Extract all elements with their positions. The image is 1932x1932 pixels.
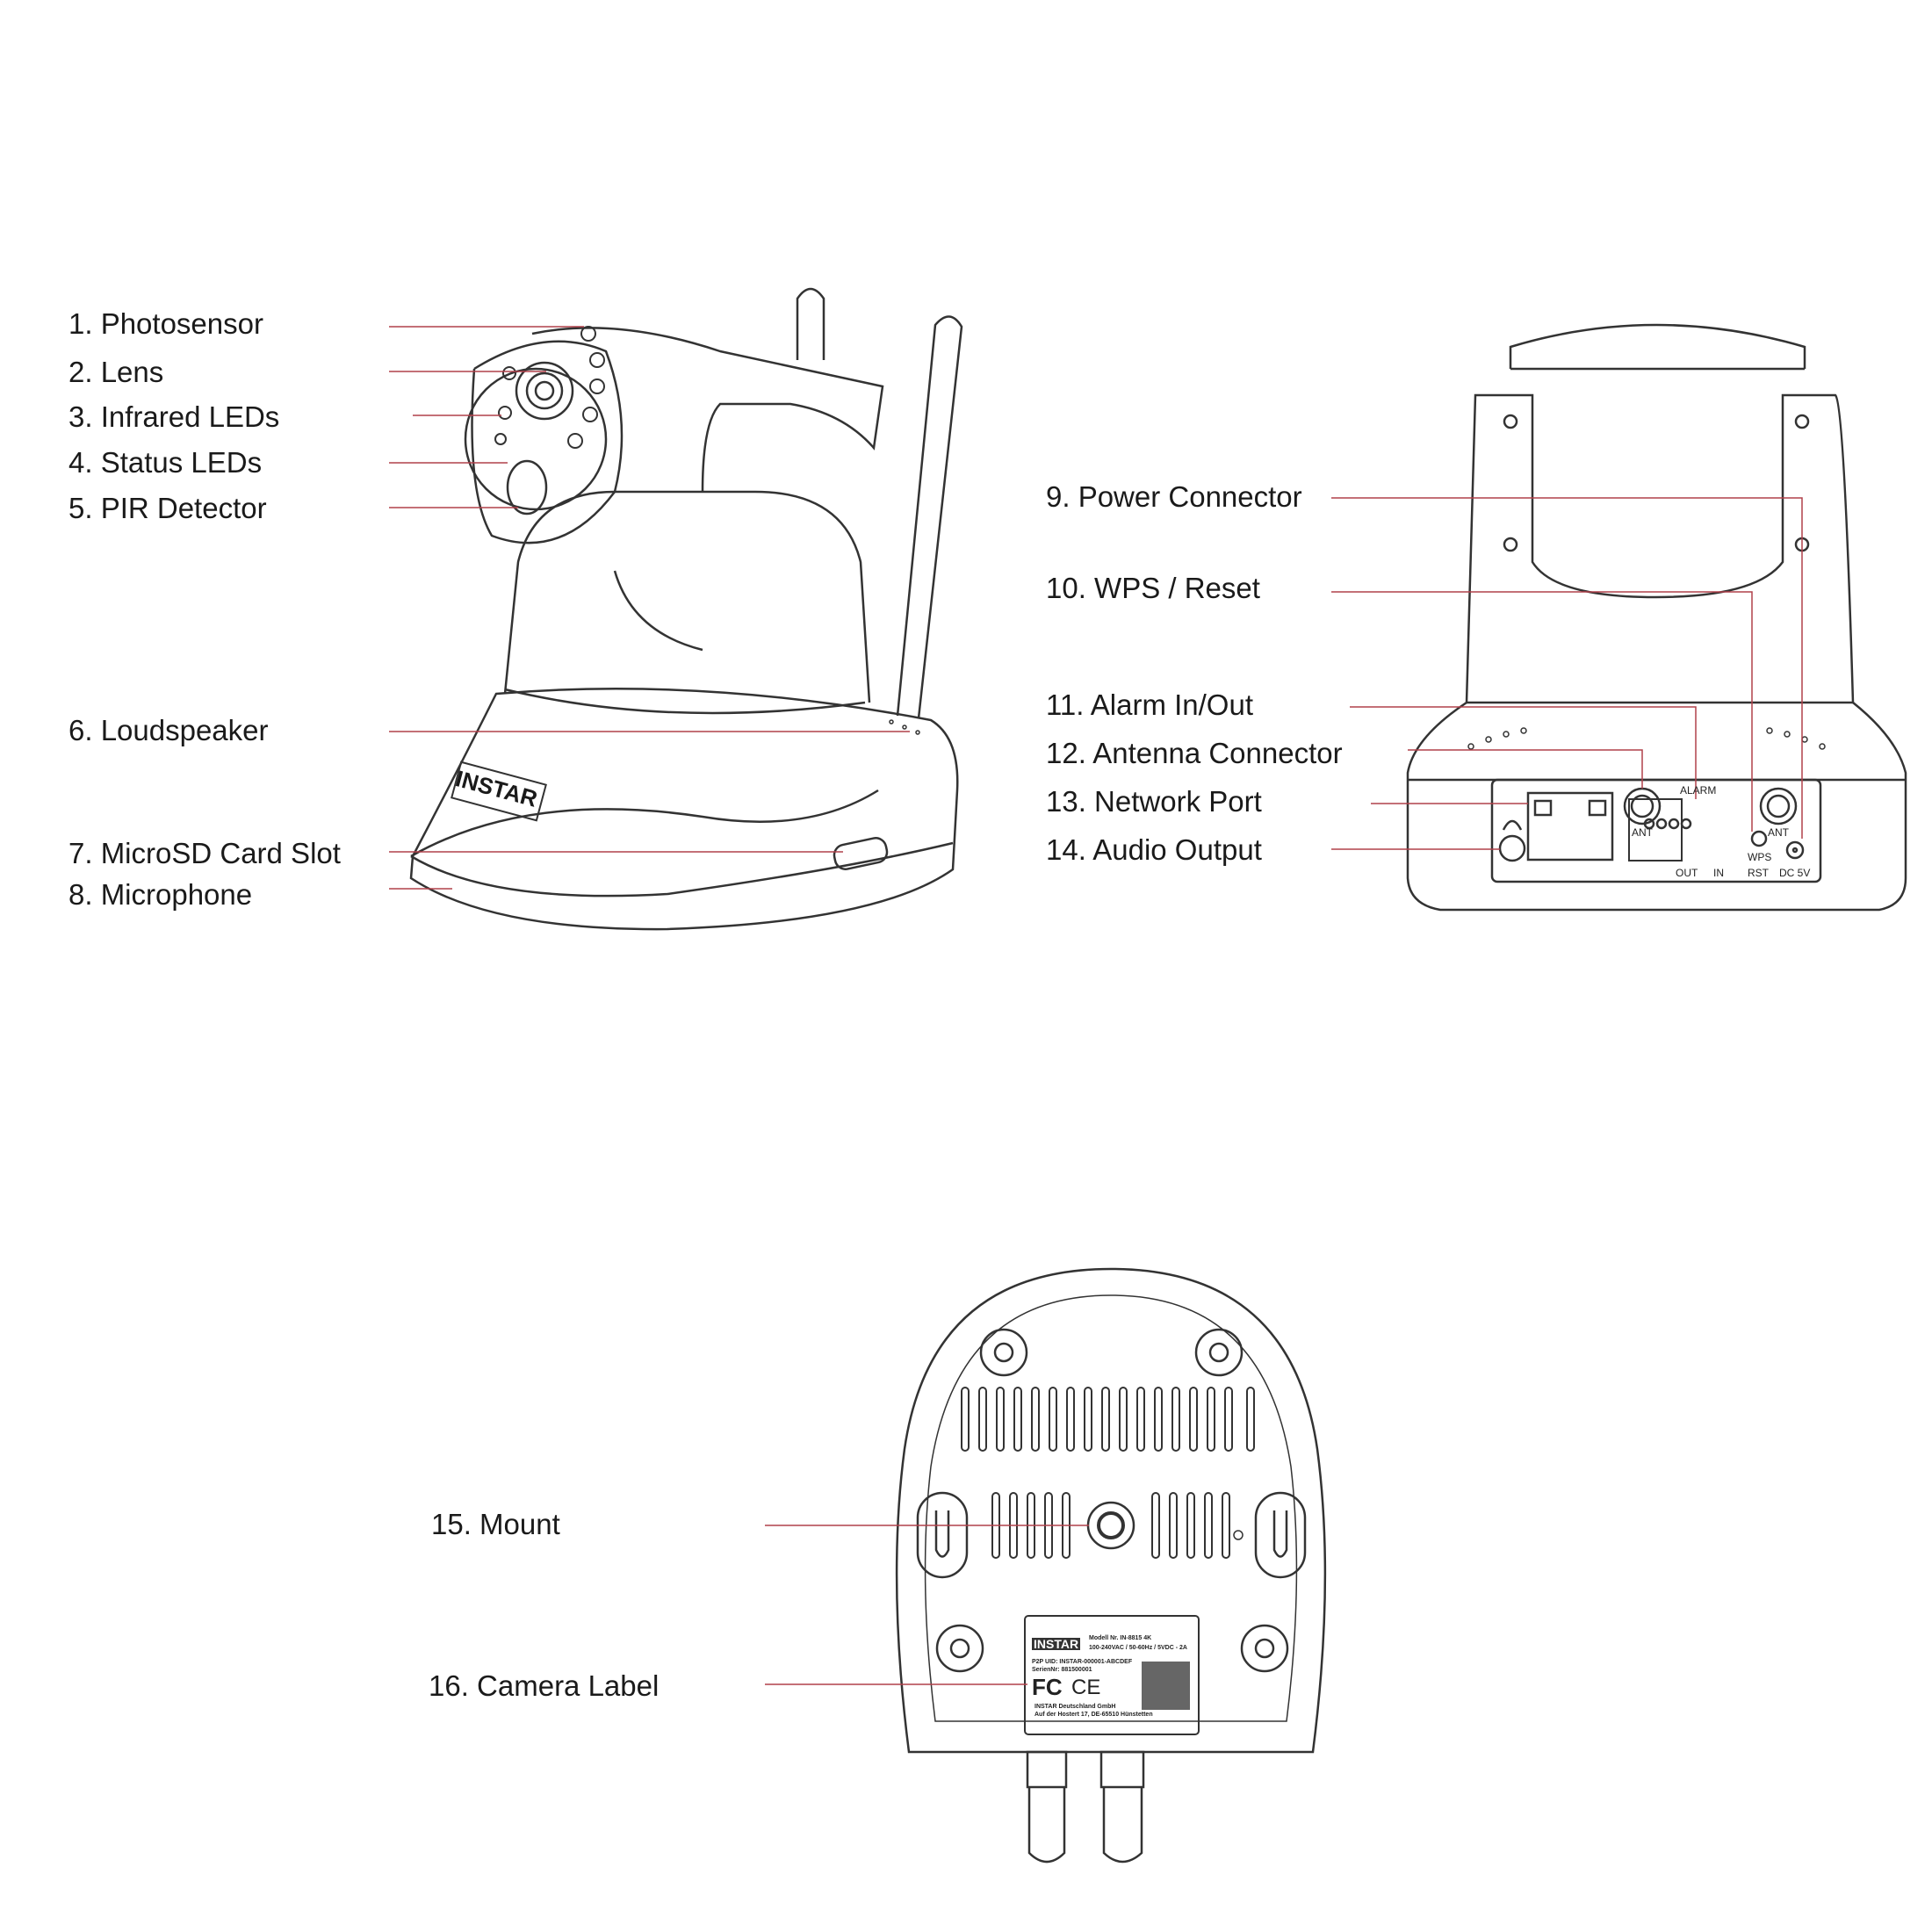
sticker-address: Auf der Hostert 17, DE-65510 Hünstetten	[1034, 1712, 1153, 1718]
sticker-company: INSTAR Deutschland GmbH	[1034, 1704, 1116, 1710]
leader-lines	[389, 326, 1803, 1685]
rear-camera-drawing	[1406, 323, 1907, 912]
label-infrared-leds: 3. Infrared LEDs	[68, 400, 280, 433]
label-alarm-in-out: 11. Alarm In/Out	[1046, 688, 1253, 721]
sticker-model: Modell Nr. IN-8815 4K	[1089, 1635, 1152, 1641]
sticker-ce-mark: CE	[1071, 1676, 1101, 1699]
panel-out: OUT	[1676, 867, 1698, 879]
label-wps-reset: 10. WPS / Reset	[1046, 572, 1260, 604]
label-lens: 2. Lens	[68, 356, 164, 388]
sticker-brand: INSTAR	[1032, 1637, 1081, 1651]
label-power-connector: 9. Power Connector	[1046, 480, 1302, 513]
label-mount: 15. Mount	[431, 1508, 560, 1540]
label-microsd-slot: 7. MicroSD Card Slot	[68, 837, 341, 869]
front-camera-drawing	[409, 287, 963, 931]
label-camera-label: 16. Camera Label	[429, 1669, 660, 1702]
panel-wps: WPS	[1748, 851, 1772, 863]
sticker-serial: SerienNr: 881500001	[1032, 1667, 1092, 1673]
label-microphone: 8. Microphone	[68, 878, 253, 911]
label-audio-output: 14. Audio Output	[1046, 833, 1262, 866]
panel-ant-left: ANT	[1632, 826, 1653, 839]
panel-dc: DC 5V	[1779, 867, 1811, 879]
label-antenna-connector: 12. Antenna Connector	[1046, 737, 1343, 769]
bottom-camera-drawing	[895, 1267, 1327, 1864]
panel-ant-right: ANT	[1768, 826, 1789, 839]
label-loudspeaker: 6. Loudspeaker	[68, 714, 269, 746]
panel-in: IN	[1713, 867, 1724, 879]
sticker-p2p: P2P UID: INSTAR-000001-ABCDEF	[1032, 1659, 1133, 1665]
label-pir-detector: 5. PIR Detector	[68, 492, 267, 524]
panel-rst: RST	[1748, 867, 1769, 879]
label-network-port: 13. Network Port	[1046, 785, 1262, 818]
panel-alarm: ALARM	[1680, 784, 1717, 797]
sticker-fc-mark: FC	[1032, 1674, 1063, 1700]
sticker-power: 100-240VAC / 50-60Hz / 5VDC - 2A	[1089, 1645, 1187, 1651]
label-status-leds: 4. Status LEDs	[68, 446, 263, 479]
label-photosensor: 1. Photosensor	[68, 307, 263, 340]
